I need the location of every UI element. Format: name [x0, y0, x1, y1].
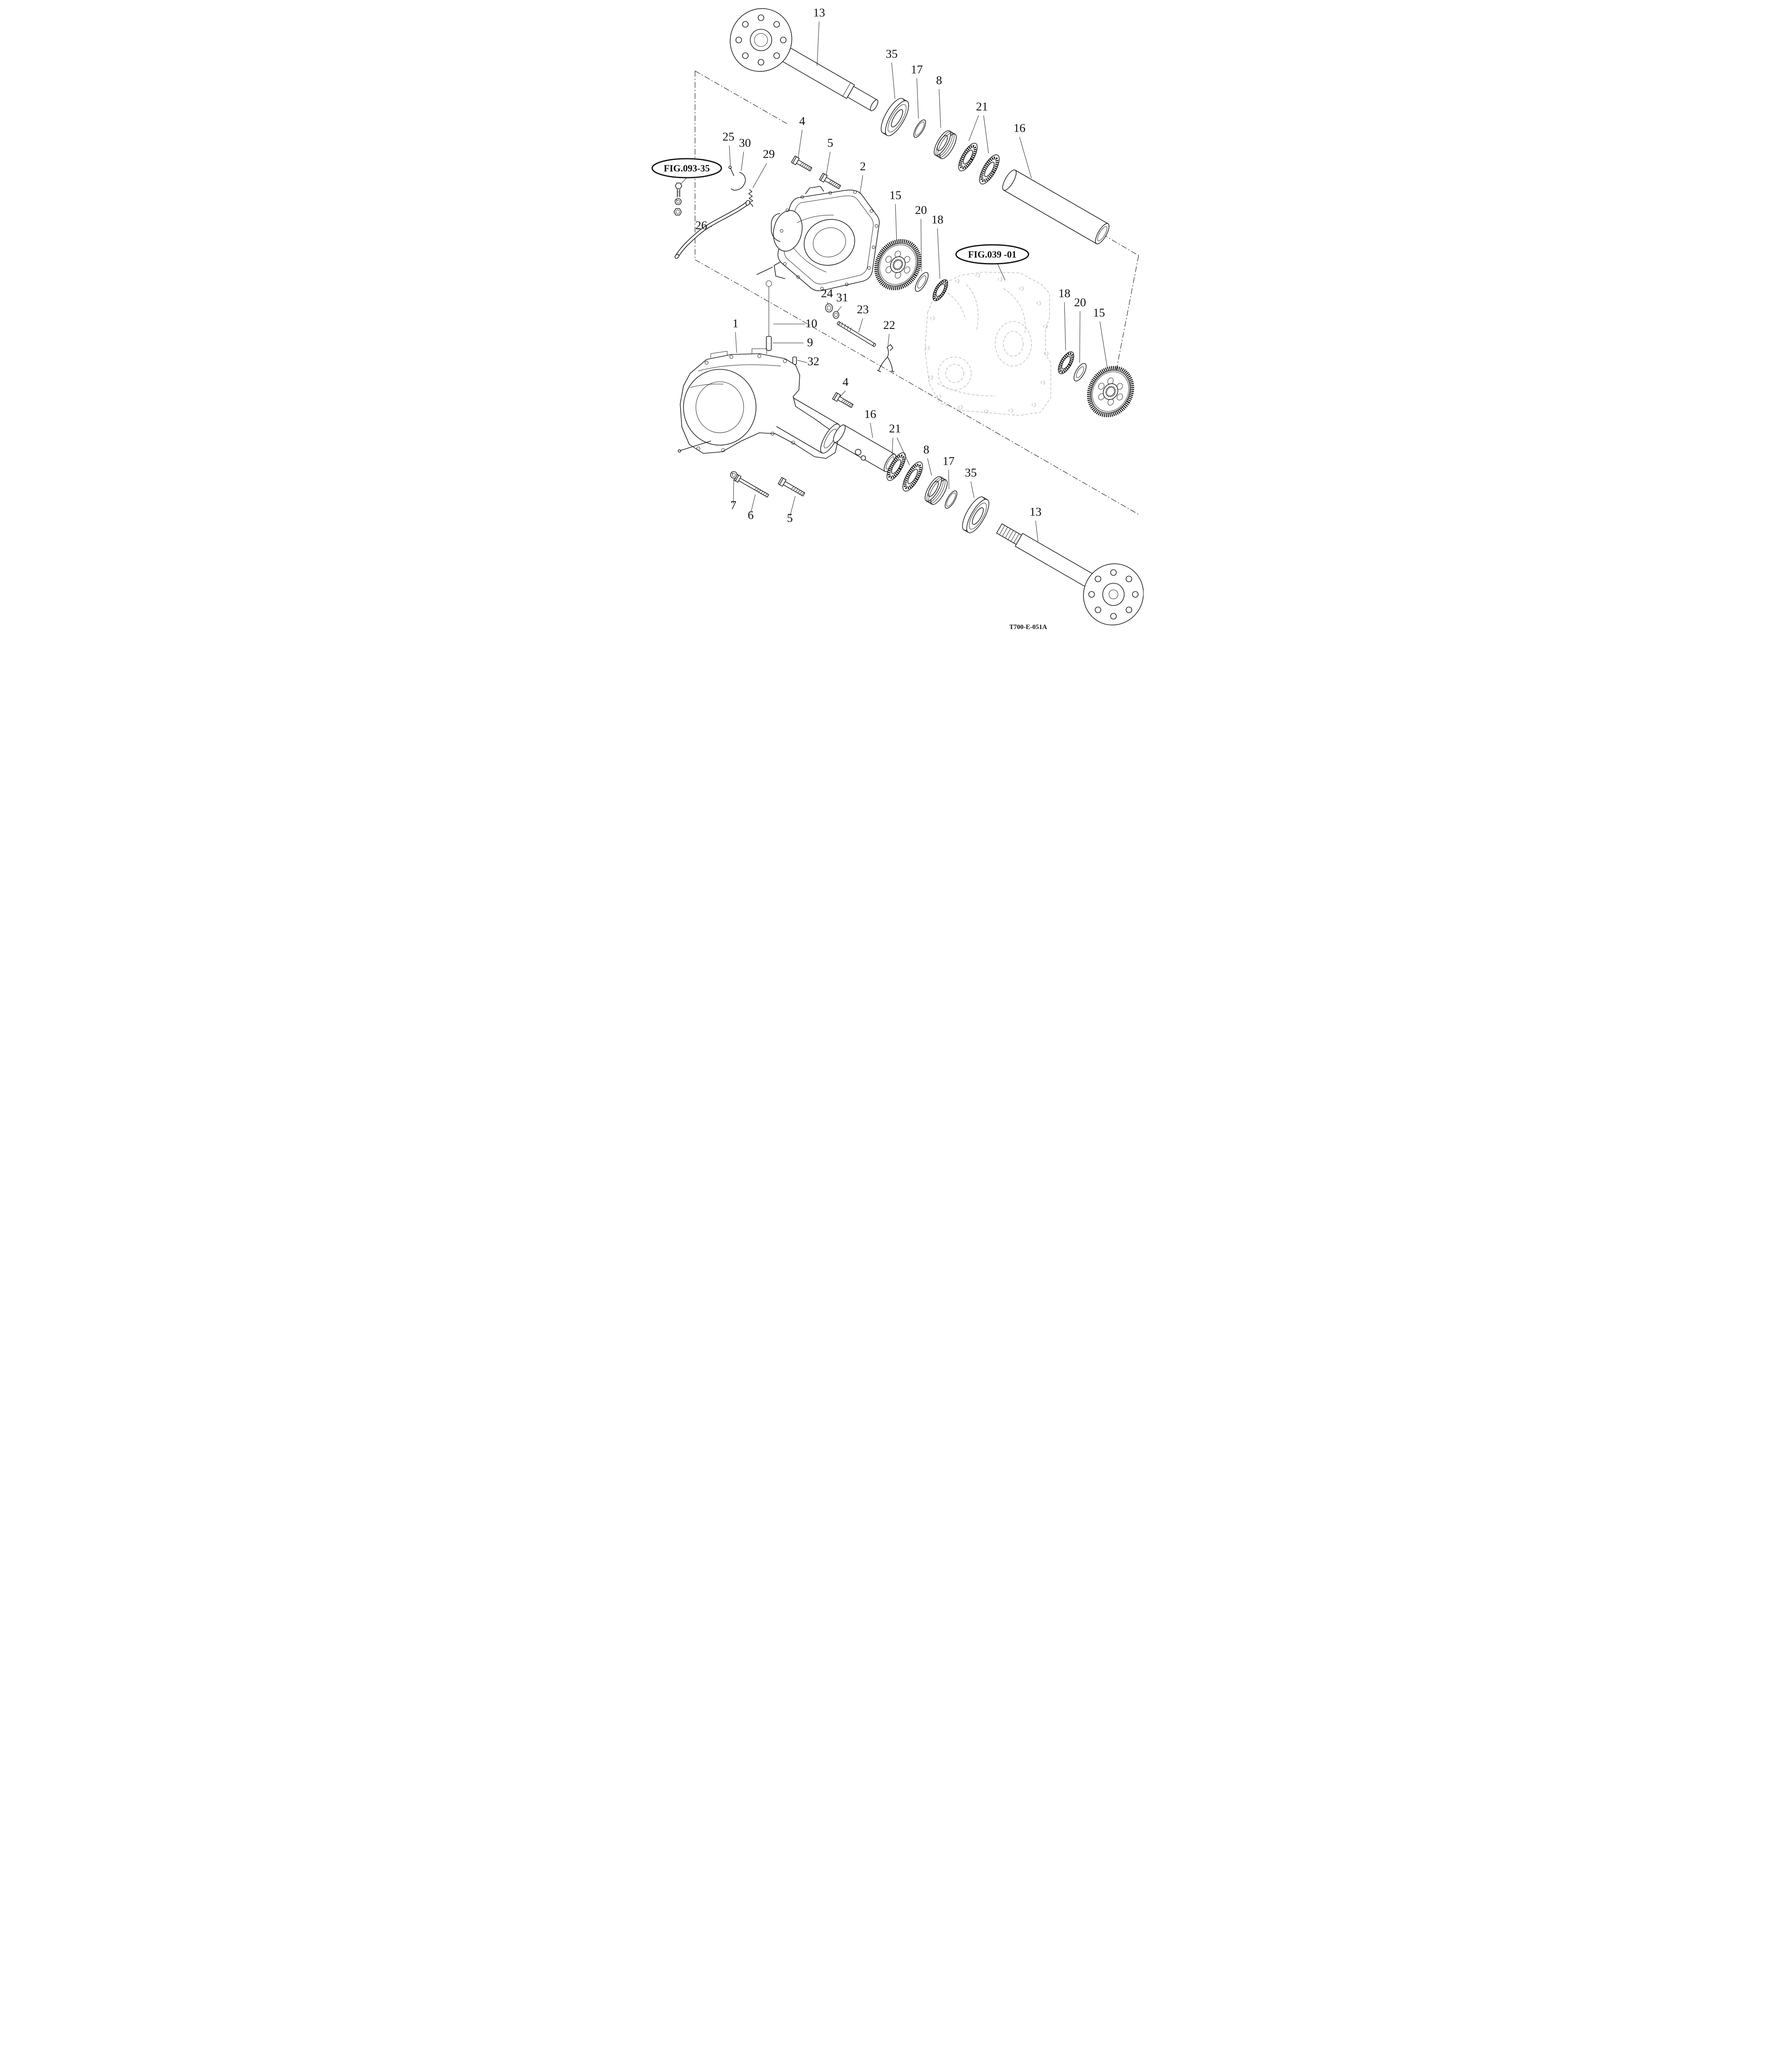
nut-under-figref	[673, 208, 682, 216]
callout-5-bottom: 5	[787, 512, 793, 525]
spacer-tube-16-top	[1002, 169, 1109, 244]
wire-clip-30	[730, 172, 746, 191]
figref-039-01-label: FIG.039 -01	[968, 249, 1017, 260]
washer-24	[825, 303, 833, 312]
sleeve-9	[766, 336, 772, 351]
callout-31: 31	[836, 291, 848, 304]
callout-10: 10	[805, 317, 817, 330]
callout-labels: 13 35 17 8 21 16 25 30 29 4 5 2 26 15 20…	[695, 6, 1105, 525]
axle-shaft-top	[729, 8, 878, 111]
axle-housing-1	[677, 348, 840, 459]
parts-diagram-page: 13 35 17 8 21 16 25 30 29 4 5 2 26 15 20…	[648, 0, 1144, 637]
callout-4-top: 4	[799, 115, 805, 128]
figref-093-35-label: FIG.093-35	[664, 163, 710, 174]
callout-35-bottom: 35	[965, 466, 977, 479]
callout-30: 30	[739, 136, 751, 150]
callout-23: 23	[857, 303, 869, 316]
callout-1: 1	[732, 317, 738, 330]
callout-7: 7	[730, 499, 736, 512]
collar-8-top	[933, 130, 957, 159]
spring-29	[748, 189, 753, 207]
callout-21-bottom: 21	[889, 422, 901, 435]
bolt-5-bottom	[777, 477, 805, 497]
callout-4-bottom: 4	[842, 376, 848, 389]
callout-17-top: 17	[911, 63, 923, 76]
housing2-bolt-holes	[780, 190, 878, 290]
callout-18-right: 18	[1058, 287, 1070, 300]
o-ring-17-bottom	[944, 490, 957, 509]
leader-lines	[707, 21, 1107, 542]
callout-20-left: 20	[915, 204, 927, 217]
bolt-under-figref	[674, 183, 682, 197]
ghost-bolt-holes	[925, 273, 1048, 414]
callout-18-left: 18	[931, 213, 943, 226]
lock-nut-18-left	[932, 279, 948, 301]
shift-fork-22	[876, 344, 895, 372]
drawing-code: T700-E-051A	[1009, 624, 1047, 631]
ring-31	[832, 311, 839, 319]
callout-25: 25	[722, 130, 734, 143]
callout-5-top: 5	[827, 136, 833, 150]
callout-8-top: 8	[936, 74, 942, 87]
callout-22: 22	[883, 319, 895, 332]
callout-17-bottom: 17	[942, 455, 954, 468]
callout-21-top: 21	[976, 100, 988, 113]
washer-20-left	[915, 272, 928, 292]
bolt-4-bottom	[832, 392, 853, 408]
callout-9: 9	[807, 336, 813, 349]
clutch-housing-2	[756, 186, 880, 291]
bolt-4-top	[791, 155, 812, 171]
ghost-transmission-case	[924, 272, 1051, 416]
callout-32: 32	[807, 355, 819, 368]
spacer-tube-16-bottom	[833, 424, 896, 472]
final-gear-15-left	[874, 239, 921, 291]
callout-26: 26	[695, 219, 707, 232]
pin-32	[792, 357, 797, 365]
flange-bolt-holes-bottom	[1088, 569, 1139, 620]
figref-093-35-group	[651, 158, 722, 216]
callout-20-right: 20	[1074, 296, 1086, 309]
callout-13-top: 13	[813, 6, 825, 19]
o-ring-17-top	[913, 119, 926, 138]
washer-20-right	[1073, 363, 1087, 382]
callout-29: 29	[763, 148, 775, 161]
flange-bolt-holes-top	[735, 14, 787, 66]
lock-nut-18-right	[1057, 351, 1074, 374]
callout-6: 6	[747, 509, 754, 522]
taper-bearing-21a-bottom	[886, 452, 906, 481]
exploded-parts-diagram: 13 35 17 8 21 16 25 30 29 4 5 2 26 15 20…	[651, 6, 1144, 631]
callout-15-right: 15	[1093, 306, 1105, 319]
bearing-retainer-35-top	[881, 98, 909, 136]
callout-2: 2	[860, 160, 866, 173]
callout-13-bottom: 13	[1029, 505, 1041, 519]
collar-8-bottom	[924, 476, 948, 505]
pin-25	[728, 166, 734, 176]
taper-bearing-21b-top	[979, 154, 1000, 185]
callout-15-left: 15	[889, 189, 901, 202]
bearing-retainer-35-bottom	[962, 496, 989, 533]
callout-24: 24	[821, 287, 833, 300]
spring-washer-under-figref	[674, 198, 681, 205]
callout-8-bottom: 8	[923, 443, 929, 456]
bolt-6	[733, 474, 769, 498]
taper-bearing-21b-bottom	[902, 461, 923, 492]
housing1-bolt-holes	[696, 354, 795, 452]
figref-039-01-group	[955, 244, 1029, 281]
bolt-5-top	[819, 173, 841, 189]
callout-16-bottom: 16	[864, 408, 876, 421]
taper-bearing-21a-top	[958, 143, 977, 171]
axle-shaft-bottom	[996, 523, 1144, 626]
breather-pipe-26	[674, 200, 750, 259]
callout-16-top: 16	[1013, 122, 1025, 135]
shift-rod-23	[836, 321, 876, 347]
final-gear-15-right	[1087, 366, 1134, 418]
callout-35-top: 35	[885, 47, 897, 61]
